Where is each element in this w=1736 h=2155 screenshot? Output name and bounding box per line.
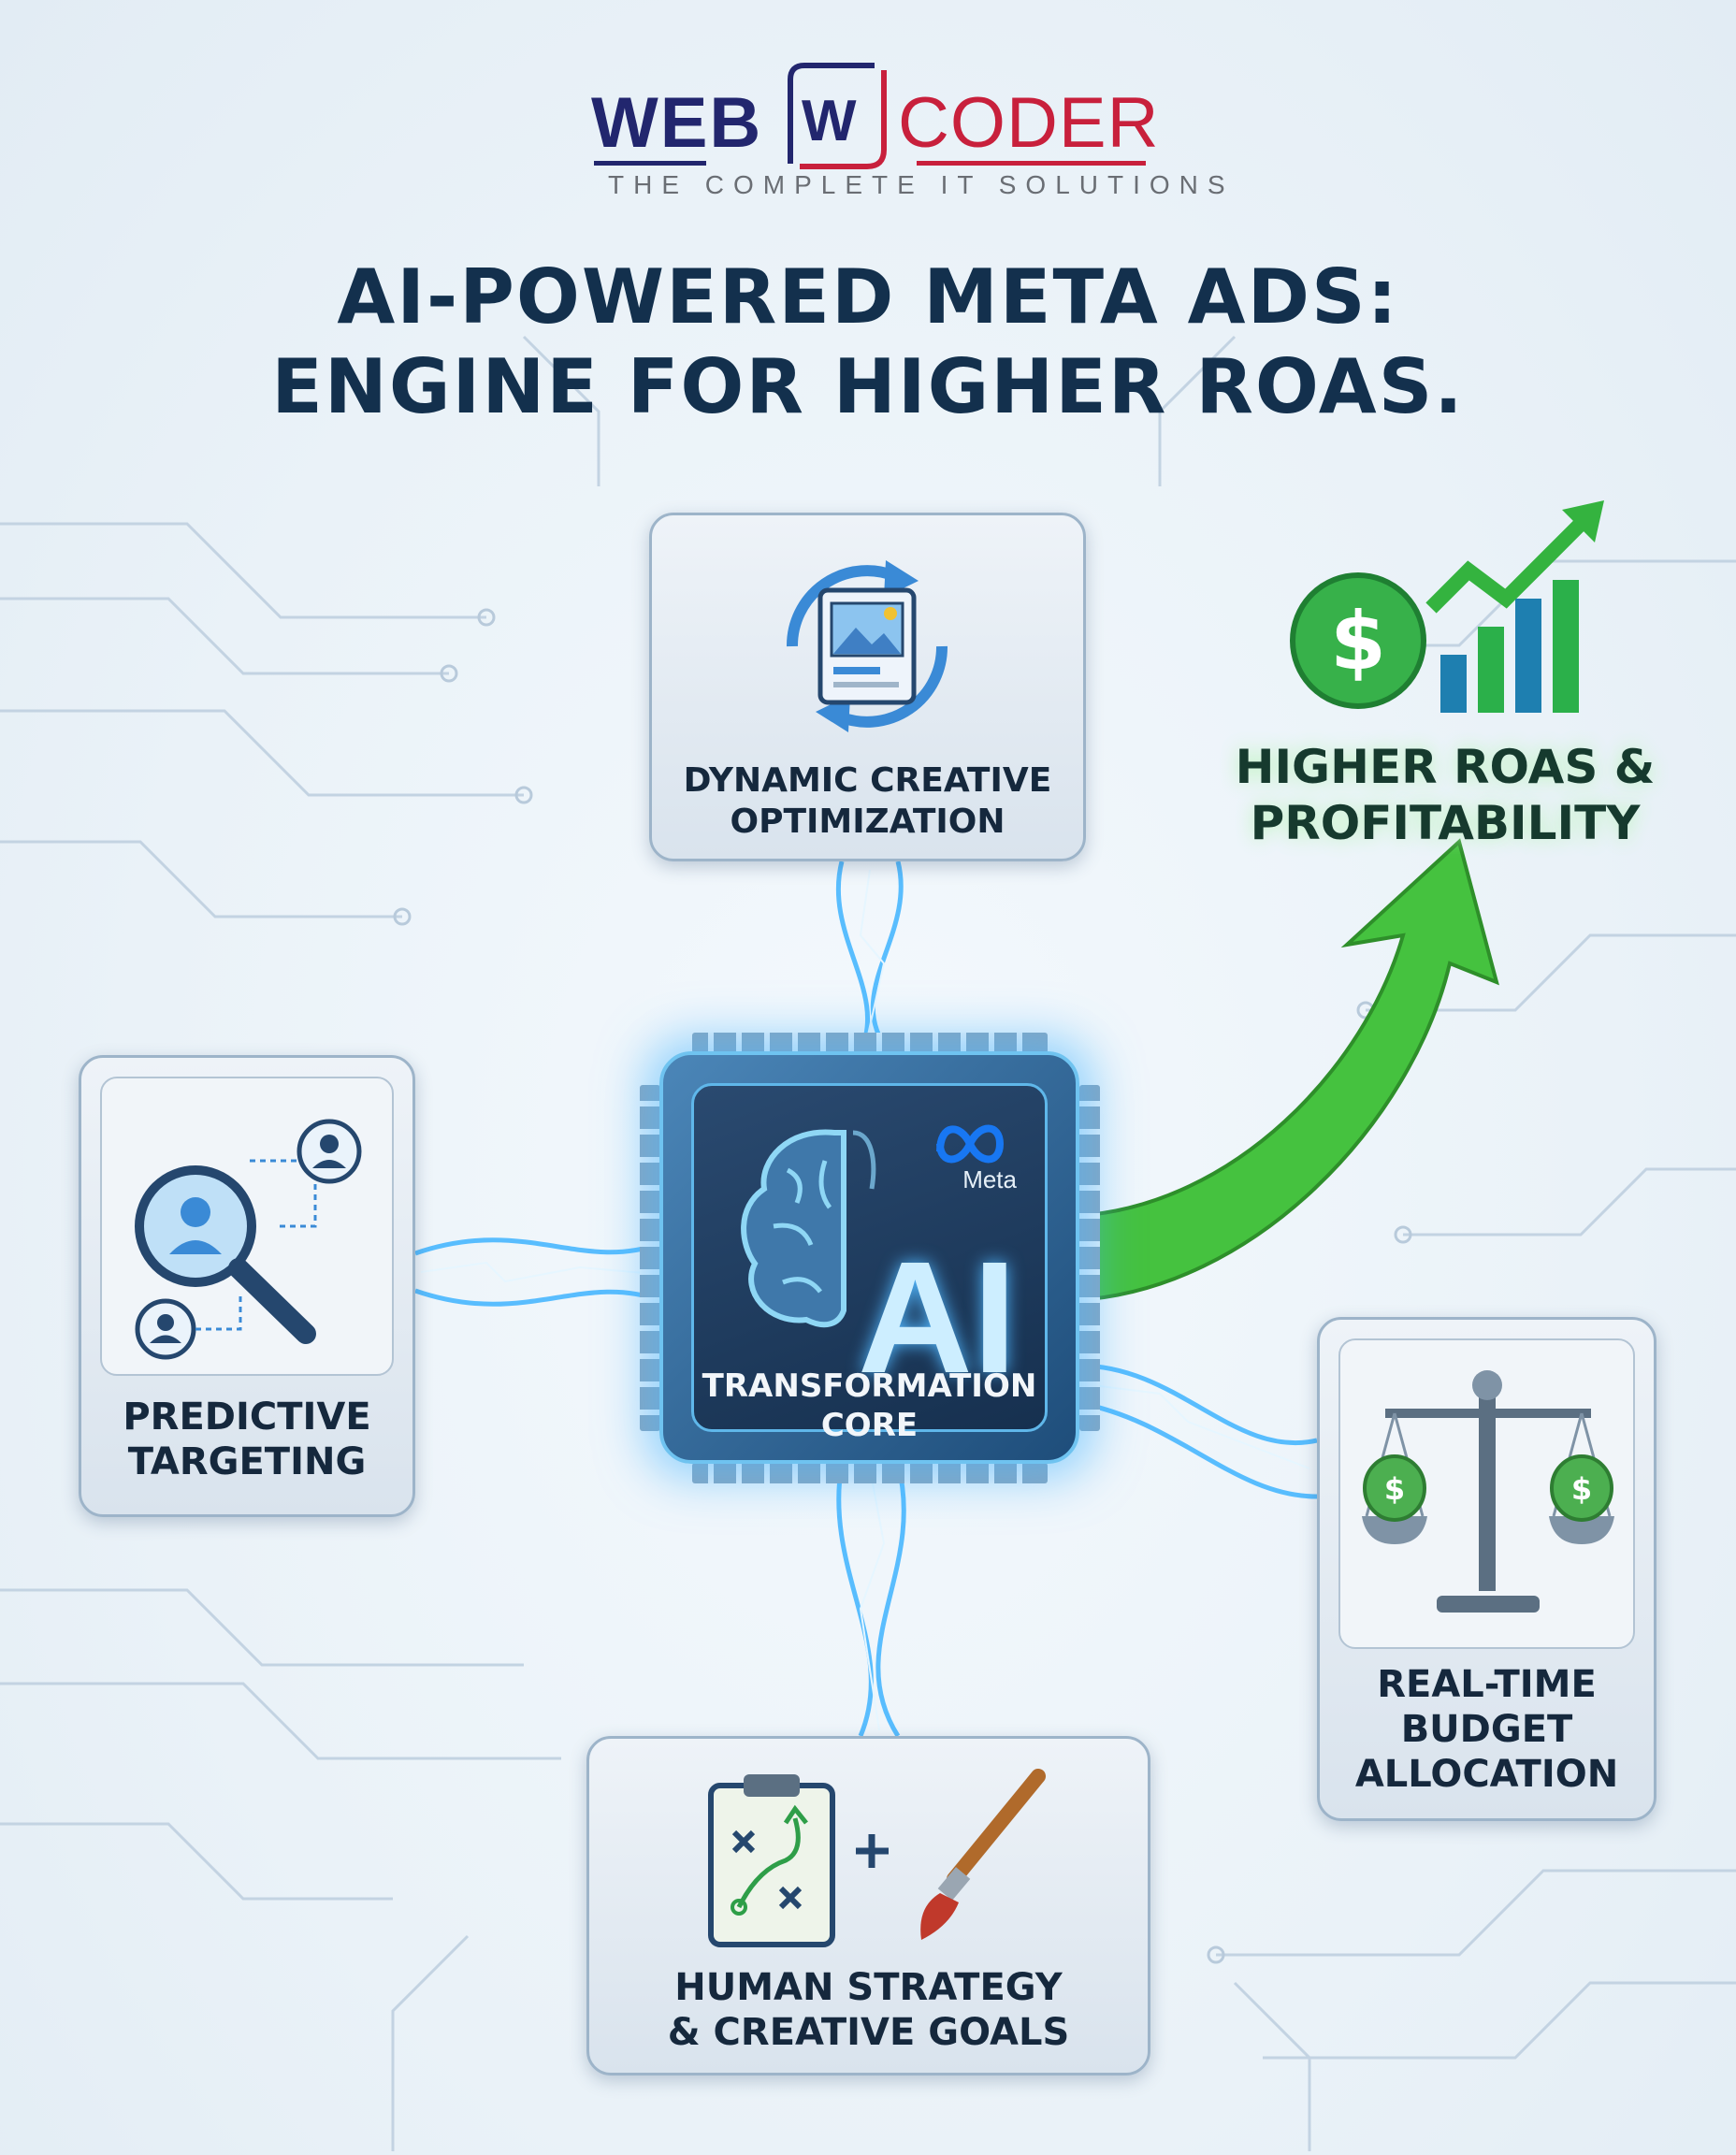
title-line-2: ENGINE FOR HIGHER ROAS. (271, 343, 1465, 430)
roas-label-line-2: PROFITABILITY (1250, 796, 1641, 850)
title-line-1: AI-POWERED META ADS: (337, 253, 1399, 340)
logo-tagline: THE COMPLETE IT SOLUTIONS (608, 170, 1235, 199)
roas-growth-icon: $ (1290, 500, 1604, 713)
node-human-strategy: HUMAN STRATEGY & CREATIVE GOALS (586, 1736, 1150, 2075)
targeting-label-line-2: TARGETING (127, 1440, 367, 1483)
growth-arrow (1074, 838, 1499, 1303)
node-predictive-targeting: PREDICTIVE TARGETING (79, 1055, 415, 1517)
core-label-line-1: TRANSFORMATION (702, 1367, 1037, 1405)
meta-wordmark: Meta (962, 1165, 1017, 1193)
budget-label-line-3: ALLOCATION (1354, 1753, 1619, 1796)
brain-icon (741, 1129, 876, 1328)
logo-coder-text: CODER (898, 83, 1160, 163)
webcoder-logo: WEB W CODER THE COMPLETE IT SOLUTIONS (580, 37, 1225, 206)
dco-label-line-1: DYNAMIC CREATIVE (683, 761, 1052, 800)
svg-text:$: $ (1571, 1471, 1592, 1507)
creative-refresh-icon (786, 560, 948, 732)
human-label-line-2: & CREATIVE GOALS (667, 2011, 1070, 2054)
strategy-clipboard-paintbrush-icon (708, 1769, 1046, 1947)
balance-scale-icon: $ $ (1362, 1370, 1614, 1613)
dollar-symbol: $ (1330, 595, 1386, 688)
meta-logo-icon (936, 1124, 1005, 1164)
node-real-time-budget-allocation: $ $ REAL-TIME BUDGET ALLOCATION (1317, 1317, 1656, 1821)
svg-text:W: W (802, 89, 857, 153)
roas-label: HIGHER ROAS & PROFITABILITY (1235, 739, 1656, 851)
ai-transformation-core-chip: Meta AI TRANSFORMATION CORE (659, 1051, 1079, 1464)
budget-label-line-1: REAL-TIME (1377, 1663, 1597, 1706)
node-dynamic-creative-optimization: DYNAMIC CREATIVE OPTIMIZATION (649, 513, 1086, 861)
dco-label-line-2: OPTIMIZATION (730, 803, 1005, 841)
budget-label-line-2: BUDGET (1400, 1708, 1573, 1751)
logo-web-text: WEB (591, 83, 763, 163)
roas-label-line-1: HIGHER ROAS & (1235, 740, 1656, 794)
logo-monogram-icon: W (788, 63, 887, 169)
core-label-line-2: CORE (820, 1407, 919, 1444)
audience-search-icon (135, 1119, 362, 1360)
page-title: AI-POWERED META ADS: ENGINE FOR HIGHER R… (0, 253, 1736, 432)
svg-text:$: $ (1384, 1471, 1405, 1507)
ai-text: AI (858, 1229, 1017, 1407)
chip-pins (640, 1033, 1100, 1483)
targeting-label-line-1: PREDICTIVE (123, 1396, 371, 1439)
human-label-line-1: HUMAN STRATEGY (674, 1966, 1063, 2009)
